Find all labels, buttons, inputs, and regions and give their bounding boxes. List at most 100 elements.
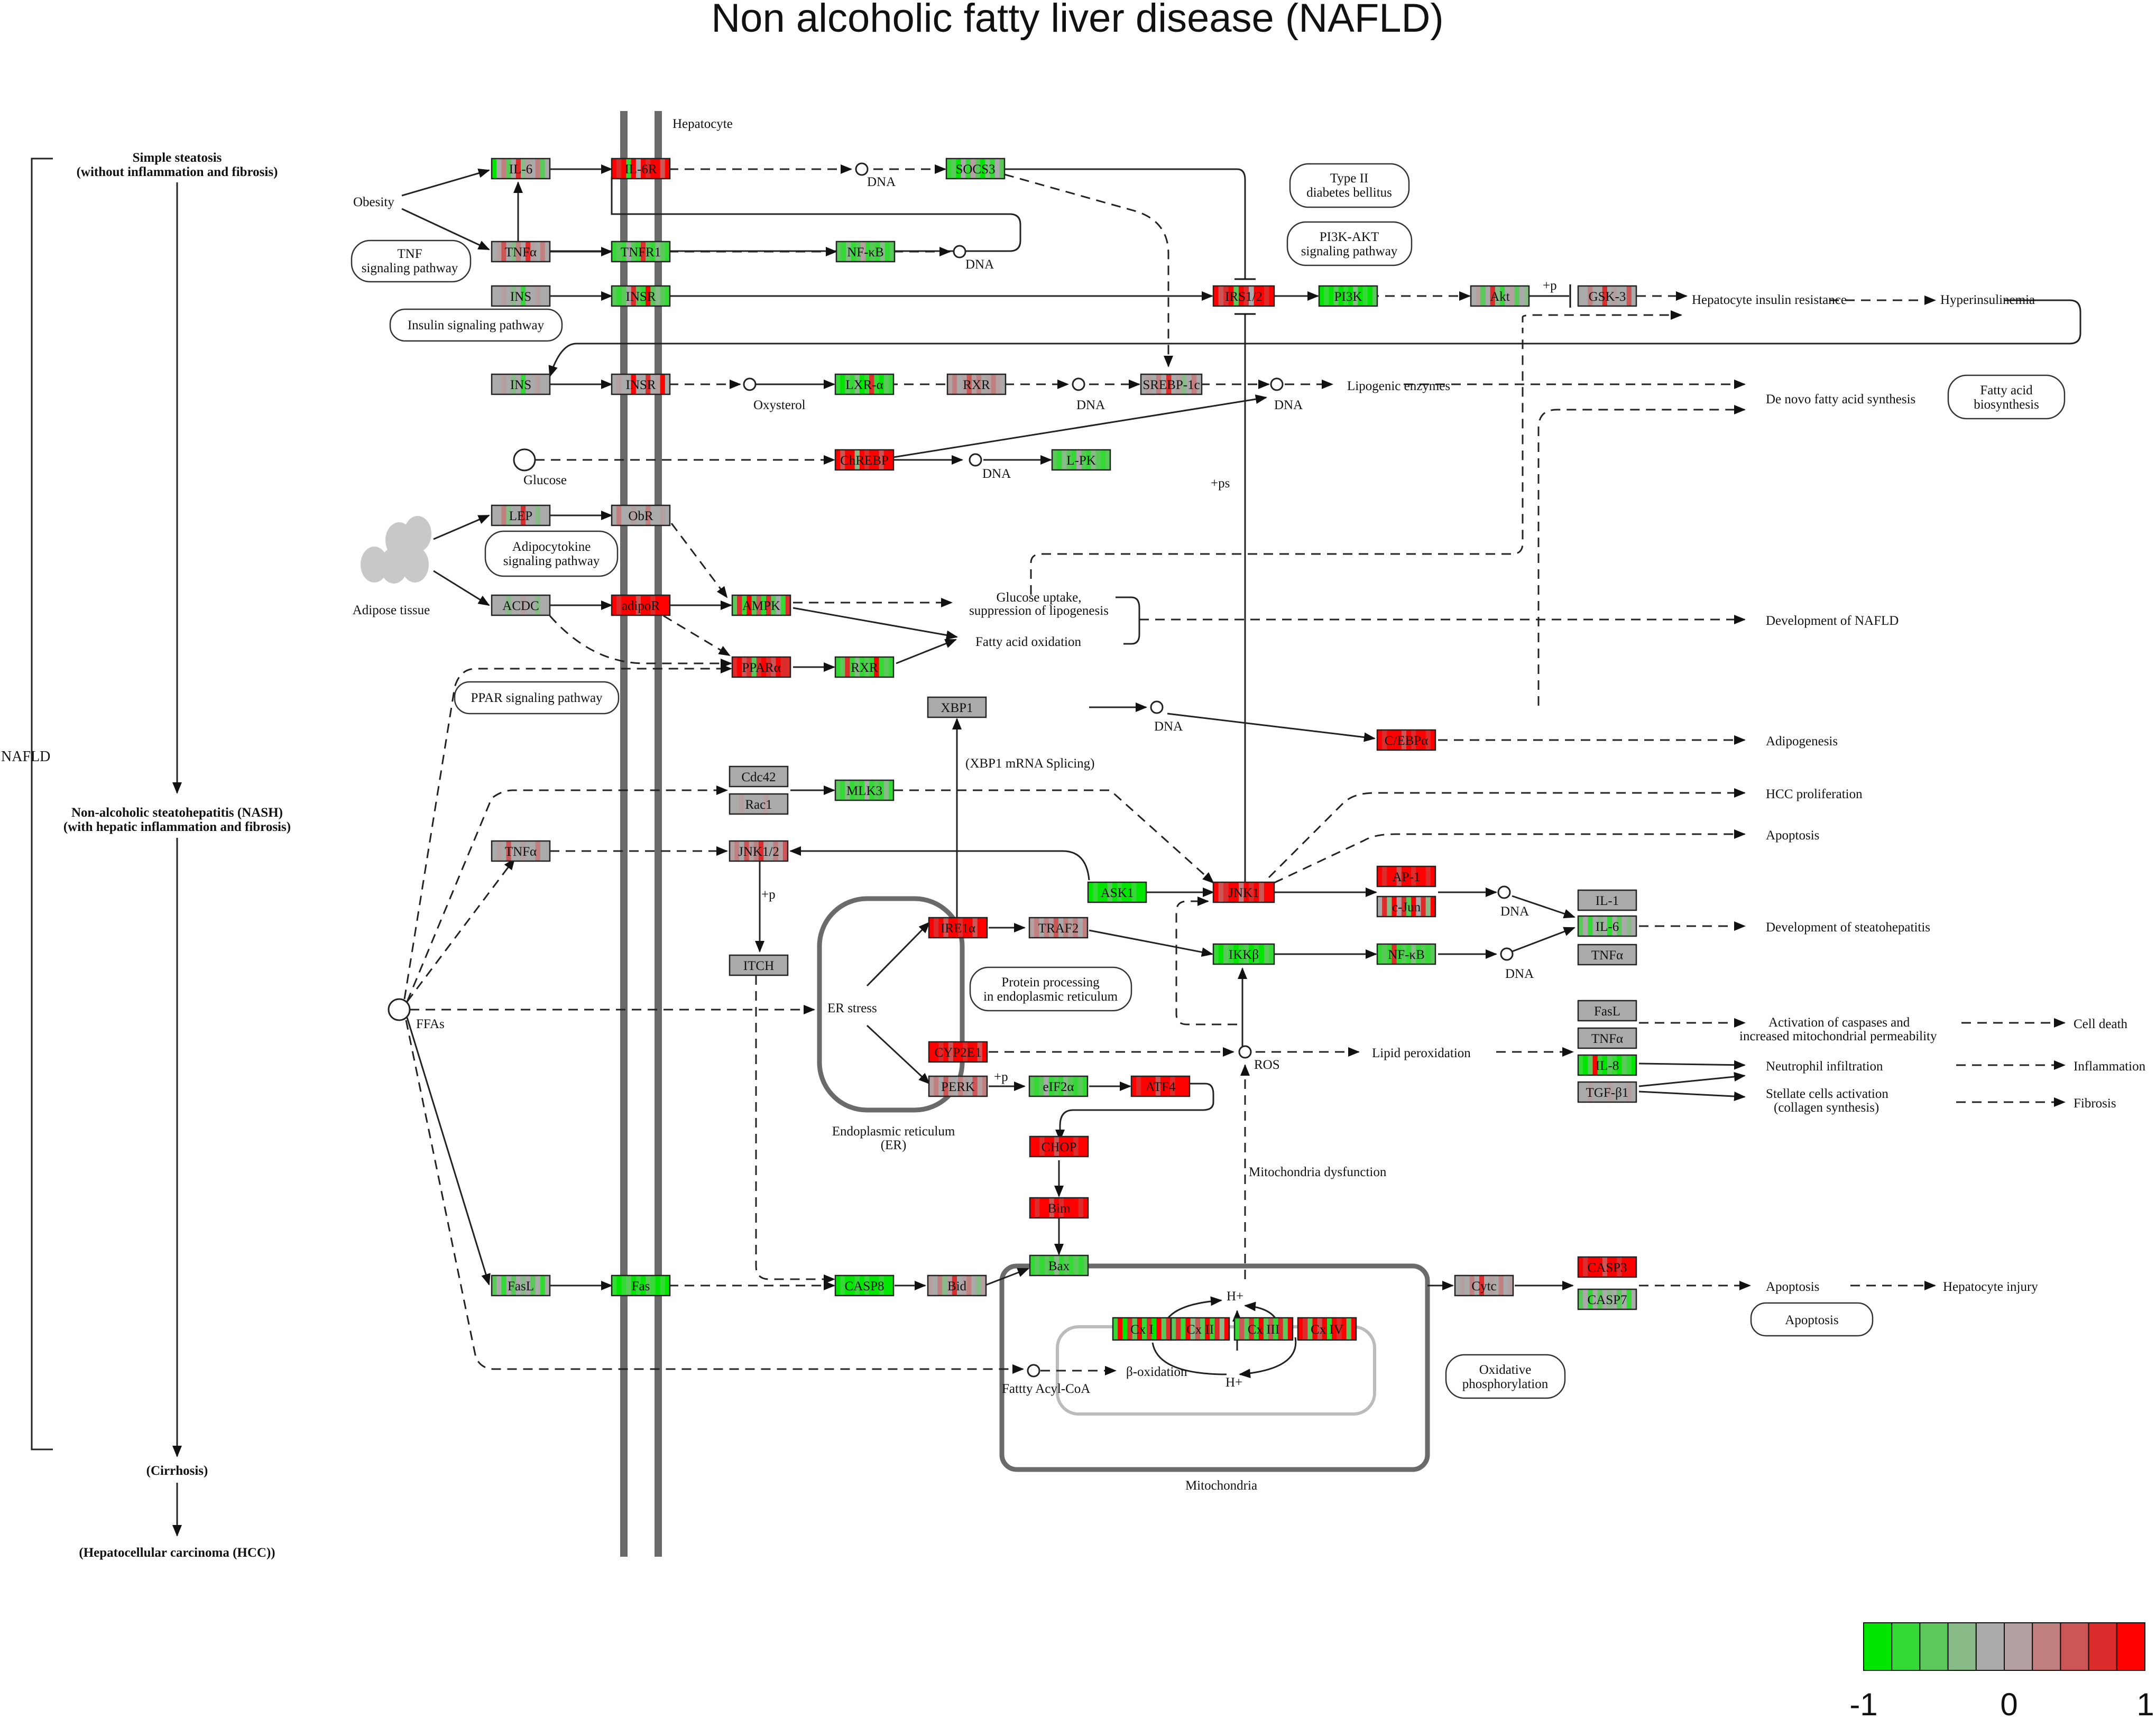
gene-tnfa2[interactable]: TNFα — [491, 840, 551, 862]
gene-cdc42[interactable]: Cdc42 — [729, 765, 789, 788]
gene-casp3[interactable]: CASP3 — [1577, 1256, 1637, 1278]
gene-insr1[interactable]: INSR — [611, 285, 671, 307]
svg-text:Insulin signaling pathway: Insulin signaling pathway — [408, 318, 545, 332]
gene-stripe — [1484, 1276, 1489, 1296]
legend-cell — [1919, 1622, 1949, 1671]
gene-adipor[interactable]: adipoR — [611, 594, 671, 616]
gene-cxiii[interactable]: Cx III — [1233, 1317, 1294, 1341]
note-pi3k-akt-pathway[interactable]: PI3K-AKT signaling pathway — [1286, 221, 1413, 266]
gene-tgfb1[interactable]: TGF-β1 — [1577, 1081, 1637, 1103]
gene-eif2a[interactable]: eIF2α — [1028, 1075, 1089, 1097]
gene-lep[interactable]: LEP — [491, 504, 551, 526]
gene-stripe — [785, 595, 791, 615]
gene-tnfa3[interactable]: TNFα — [1577, 944, 1637, 966]
gene-tnfa4[interactable]: TNFα — [1577, 1027, 1637, 1049]
gene-stripe — [496, 242, 502, 262]
gene-socs3[interactable]: SOCS3 — [945, 158, 1006, 180]
gene-ins2[interactable]: INS — [491, 373, 551, 395]
gene-pi3k[interactable]: PI3K — [1318, 285, 1378, 307]
gene-stripe — [1324, 286, 1329, 306]
gene-il6b[interactable]: IL-6 — [1577, 915, 1637, 937]
note-type2-diabetes[interactable]: Type II diabetes bellitus — [1289, 163, 1410, 208]
gene-bax[interactable]: Bax — [1029, 1254, 1089, 1277]
gene-nfkb2[interactable]: NF-κB — [1376, 943, 1436, 965]
gene-stripe — [540, 374, 546, 394]
gene-tnfr1[interactable]: TNFR1 — [611, 241, 671, 263]
gene-chop[interactable]: CHOP — [1029, 1135, 1089, 1158]
ffas-label: FFAs — [416, 1017, 445, 1031]
gene-stripe — [1341, 1318, 1347, 1340]
gene-ikkb[interactable]: IKKβ — [1212, 943, 1275, 965]
gene-il1[interactable]: IL-1 — [1577, 889, 1637, 911]
gene-cytc[interactable]: Cytc — [1454, 1274, 1514, 1297]
gene-ap1[interactable]: AP-1 — [1376, 865, 1436, 888]
gene-cyp2e1[interactable]: CYP2E1 — [928, 1041, 988, 1063]
gene-nfkb1[interactable]: NF-κB — [835, 241, 896, 263]
note-protein-processing[interactable]: Protein processing in endoplasmic reticu… — [969, 966, 1132, 1012]
gene-ppara[interactable]: PPARα — [731, 656, 791, 678]
gene-il6[interactable]: IL-6 — [491, 158, 551, 180]
gene-fas[interactable]: Fas — [611, 1274, 671, 1297]
gene-casp8[interactable]: CASP8 — [834, 1274, 895, 1297]
gene-fasl2[interactable]: FasL — [491, 1274, 551, 1297]
gene-cxi[interactable]: Cx I — [1112, 1317, 1172, 1341]
gene-gsk3[interactable]: GSK-3 — [1577, 285, 1637, 307]
note-apoptosis-pathway[interactable]: Apoptosis — [1750, 1302, 1874, 1337]
gene-cxiv[interactable]: Cx IV — [1297, 1317, 1357, 1341]
gene-chrebp[interactable]: ChREBP — [834, 449, 895, 471]
note-tnf-pathway[interactable]: TNF signaling pathway — [351, 239, 472, 283]
note-insulin-pathway[interactable]: Insulin signaling pathway — [389, 308, 563, 342]
note-adipocytokine-pathway[interactable]: Adipocytokine signaling pathway — [484, 530, 619, 577]
gene-cxii[interactable]: Cx II — [1170, 1317, 1230, 1341]
gene-acdc[interactable]: ACDC — [491, 594, 551, 616]
gene-stripe — [1495, 286, 1500, 306]
gene-insr2[interactable]: INSR — [611, 373, 671, 395]
gene-ampk[interactable]: AMPK — [731, 594, 791, 616]
gene-ire1a[interactable]: IRE1α — [928, 917, 988, 939]
gene-bim[interactable]: Bim — [1029, 1197, 1089, 1219]
gene-stripe — [763, 955, 769, 975]
gene-akt[interactable]: Akt — [1470, 285, 1530, 307]
gene-ins1[interactable]: INS — [491, 285, 551, 307]
gene-jnk1[interactable]: JNK1 — [1212, 881, 1275, 903]
gene-perk[interactable]: PERK — [928, 1075, 988, 1097]
gene-irs12[interactable]: IRS1/2 — [1212, 285, 1275, 307]
inflammation-label: Inflammation — [2074, 1059, 2146, 1074]
gene-lpk[interactable]: L-PK — [1051, 449, 1111, 471]
gene-border — [1376, 943, 1436, 965]
gene-fasl1[interactable]: FasL — [1577, 1000, 1637, 1022]
note-oxidative-phosphorylation[interactable]: Oxidative phosphorylation — [1445, 1354, 1566, 1399]
gene-obr[interactable]: ObR — [611, 504, 671, 526]
gene-casp7[interactable]: CASP7 — [1577, 1288, 1637, 1310]
gene-il6r[interactable]: IL-6R — [611, 158, 671, 180]
gene-stripe — [851, 242, 856, 262]
gene-traf2[interactable]: TRAF2 — [1028, 917, 1089, 939]
er-stress-label: ER stress — [827, 1001, 877, 1015]
note-ppar-pathway[interactable]: PPAR signaling pathway — [454, 681, 620, 715]
gene-lxra[interactable]: LXR-α — [834, 373, 895, 395]
gene-rxr1[interactable]: RXR — [946, 373, 1007, 395]
gene-stripe — [961, 159, 966, 179]
gene-jnk12[interactable]: JNK1/2 — [729, 840, 789, 862]
gene-atf4[interactable]: ATF4 — [1130, 1075, 1191, 1097]
gene-cjun[interactable]: c-Jun — [1376, 895, 1436, 918]
gene-cebpa[interactable]: C/EBPα — [1376, 729, 1436, 751]
gene-rxr2[interactable]: RXR — [834, 656, 895, 678]
note-fatty-acid-biosynthesis[interactable]: Fatty acid biosynthesis — [1947, 374, 2066, 420]
hcc-prolif-label: HCC proliferation — [1766, 787, 1863, 801]
gene-tnfa1[interactable]: TNFα — [491, 241, 551, 263]
gene-stripe — [985, 159, 991, 179]
gene-mlk3[interactable]: MLK3 — [834, 779, 895, 801]
gene-itch[interactable]: ITCH — [729, 954, 789, 976]
gene-il8[interactable]: IL-8 — [1577, 1054, 1637, 1076]
gene-bid[interactable]: Bid — [927, 1274, 987, 1297]
gene-xbp1[interactable]: XBP1 — [927, 696, 987, 718]
gene-stripe — [621, 505, 627, 525]
svg-text:diabetes bellitus: diabetes bellitus — [1306, 186, 1392, 200]
gene-stripe — [1592, 1082, 1598, 1102]
gene-srebp[interactable]: SREBP-1c — [1140, 373, 1203, 395]
gene-ask1[interactable]: ASK1 — [1087, 881, 1147, 903]
gene-stripe — [763, 841, 769, 861]
gene-stripe — [1035, 1198, 1040, 1218]
gene-rac1[interactable]: Rac1 — [729, 793, 789, 815]
